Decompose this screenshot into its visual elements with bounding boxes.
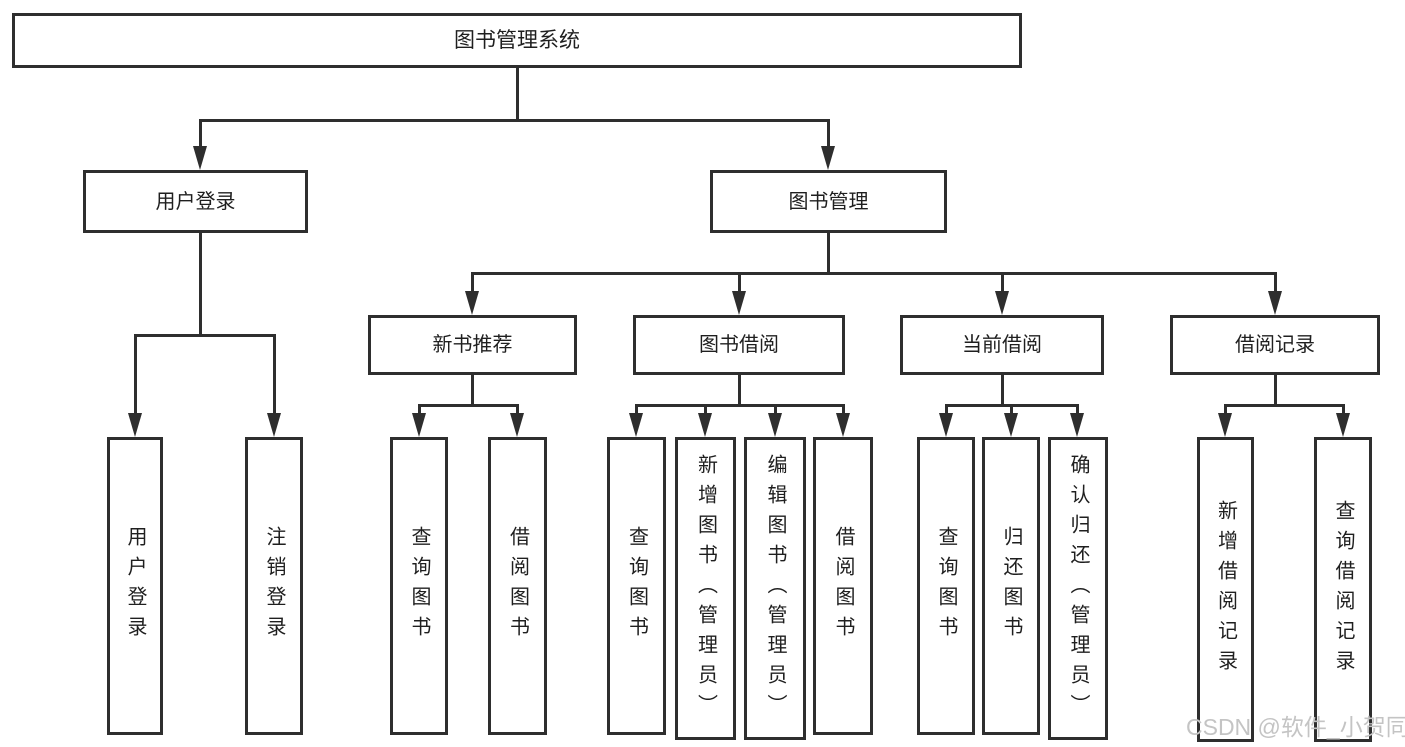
node-current-borrow: 当前借阅 — [900, 315, 1104, 375]
watermark: CSDN @软件_小贺同学 — [1186, 714, 1405, 740]
node-label: 确认归还（管理员） — [1067, 453, 1089, 724]
connector-drop-root — [826, 120, 830, 156]
connector-bar-new-book-rec — [417, 403, 519, 407]
arrow-down-icon — [1217, 413, 1232, 437]
node-label: 用户登录 — [124, 526, 146, 646]
node-label: 图书借阅 — [699, 334, 779, 356]
node-label: 查询图书 — [408, 526, 430, 646]
node-col-edit-book-admin: 编辑图书（管理员） — [744, 437, 806, 740]
node-label: 借阅图书 — [832, 526, 854, 646]
node-new-book-rec: 新书推荐 — [368, 315, 577, 375]
arrow-down-icon — [697, 413, 712, 437]
node-label: 图书管理 — [788, 190, 869, 213]
node-label: 注销登录 — [263, 526, 285, 646]
arrow-down-icon — [1069, 413, 1084, 437]
arrow-down-icon — [731, 291, 746, 315]
arrow-down-icon — [509, 413, 524, 437]
connector-drop-user-login — [133, 335, 137, 423]
arrow-down-icon — [767, 413, 782, 437]
node-col-query-book-rec: 查询图书 — [390, 437, 448, 735]
node-col-query-borrow-record: 查询借阅记录 — [1314, 437, 1372, 742]
node-label: 新书推荐 — [432, 334, 513, 356]
node-label: 当前借阅 — [962, 334, 1042, 356]
connector-bar-root — [198, 118, 830, 122]
connector-bar-book-mgmt — [470, 271, 1277, 275]
node-label: 新增图书（管理员） — [694, 453, 717, 724]
connector-stem-book-borrow — [737, 375, 741, 405]
connector-drop-user-login — [272, 335, 276, 423]
connector-bar-user-login — [133, 333, 276, 337]
connector-drop-root — [198, 120, 202, 156]
node-col-confirm-return-admin: 确认归还（管理员） — [1048, 437, 1108, 740]
node-col-logout: 注销登录 — [245, 437, 303, 735]
node-col-user-login: 用户登录 — [107, 437, 163, 735]
connector-stem-current-borrow — [1000, 375, 1004, 405]
node-label: 归还图书 — [1000, 526, 1022, 646]
connector-stem-user-login — [198, 233, 202, 335]
node-user-login: 用户登录 — [83, 170, 308, 233]
arrow-down-icon — [266, 413, 281, 437]
node-col-return-book: 归还图书 — [982, 437, 1040, 735]
node-label: 编辑图书（管理员） — [764, 453, 786, 724]
node-label: 新增借阅记录 — [1214, 499, 1237, 680]
arrow-down-icon — [127, 413, 142, 437]
node-label: 借阅图书 — [506, 526, 529, 646]
connector-bar-book-borrow — [634, 403, 845, 407]
connector-drop-book-mgmt — [1273, 273, 1277, 301]
connector-drop-book-mgmt — [737, 273, 741, 301]
node-label: 借阅记录 — [1235, 334, 1315, 356]
connector-stem-root — [515, 68, 519, 120]
node-col-borrow-book-borrow: 借阅图书 — [813, 437, 873, 735]
arrow-down-icon — [994, 291, 1009, 315]
node-label: 查询借阅记录 — [1332, 499, 1354, 680]
node-label: 用户登录 — [155, 190, 236, 213]
arrow-down-icon — [820, 146, 835, 170]
node-col-query-book-borrow: 查询图书 — [607, 437, 666, 735]
node-col-borrow-book-rec: 借阅图书 — [488, 437, 547, 735]
arrow-down-icon — [411, 413, 426, 437]
arrow-down-icon — [1003, 413, 1018, 437]
connector-stem-book-mgmt — [826, 233, 830, 273]
arrow-down-icon — [192, 146, 207, 170]
node-label: 查询图书 — [935, 526, 957, 646]
node-label: 图书管理系统 — [454, 29, 580, 52]
connector-drop-book-mgmt — [1000, 273, 1004, 301]
node-col-query-book-current: 查询图书 — [917, 437, 975, 735]
node-root: 图书管理系统 — [12, 13, 1022, 68]
node-label: 查询图书 — [625, 526, 648, 646]
node-col-add-book-admin: 新增图书（管理员） — [675, 437, 736, 740]
arrow-down-icon — [1335, 413, 1350, 437]
connector-stem-new-book-rec — [470, 375, 474, 405]
connector-bar-borrow-records — [1223, 403, 1345, 407]
node-book-mgmt: 图书管理 — [710, 170, 947, 233]
arrow-down-icon — [464, 291, 479, 315]
node-book-borrow: 图书借阅 — [633, 315, 845, 375]
arrow-down-icon — [628, 413, 643, 437]
arrow-down-icon — [835, 413, 850, 437]
connector-stem-borrow-records — [1273, 375, 1277, 405]
arrow-down-icon — [1267, 291, 1282, 315]
node-col-add-borrow-record: 新增借阅记录 — [1197, 437, 1254, 742]
arrow-down-icon — [938, 413, 953, 437]
node-borrow-records: 借阅记录 — [1170, 315, 1380, 375]
connector-drop-book-mgmt — [470, 273, 474, 301]
